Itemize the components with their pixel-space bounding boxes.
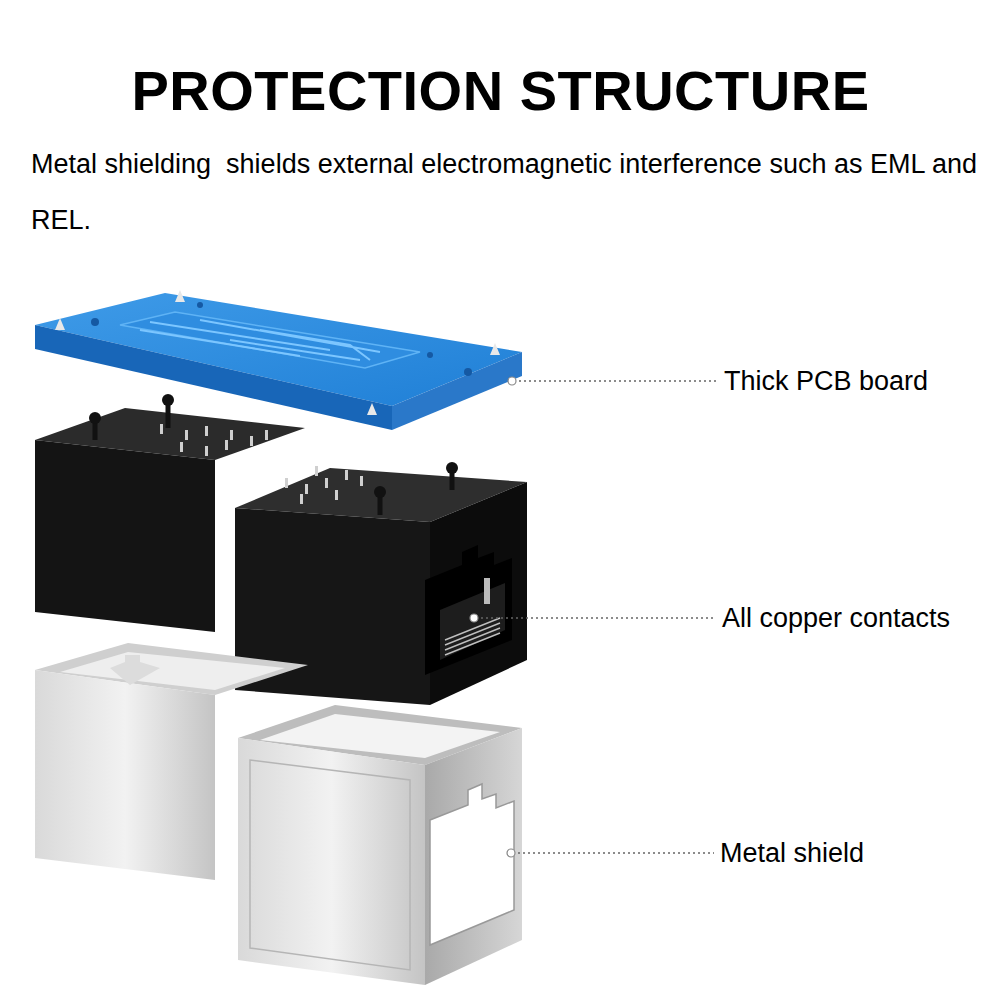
part-label: Thick PCB board: [722, 365, 930, 397]
intro-caption: Metal shielding shields external electro…: [31, 136, 991, 248]
part-label: All copper contacts: [720, 602, 952, 634]
metal-shield: [238, 705, 522, 985]
leader-dot: [470, 377, 516, 857]
page-title: PROTECTION STRUCTURE: [0, 58, 1001, 123]
leader-line: [476, 381, 718, 853]
pcb-board: [35, 290, 522, 430]
part-label: Metal shield: [718, 837, 866, 869]
